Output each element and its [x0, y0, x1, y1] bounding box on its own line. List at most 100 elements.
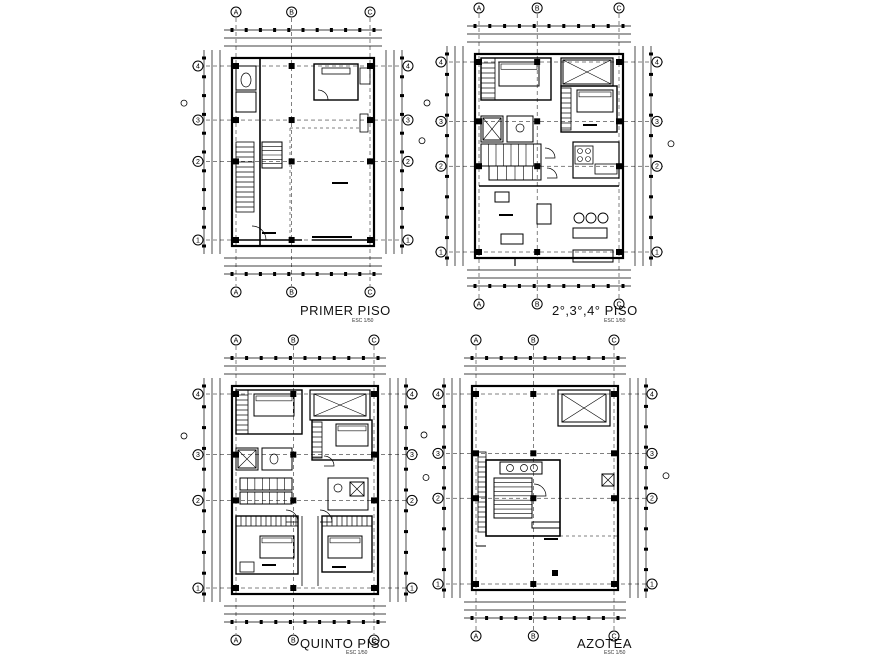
dimension-tick: [332, 620, 336, 624]
hatched-wall: [560, 87, 572, 131]
dimension-tick: [488, 284, 492, 288]
dimension-tick: [318, 620, 322, 624]
column: [288, 158, 295, 165]
dimension-tick: [644, 384, 648, 388]
label-mark: [332, 566, 346, 568]
sofa: [500, 233, 524, 245]
door-swing: [546, 167, 558, 179]
axis-bubble-row-2: [192, 155, 204, 167]
column: [288, 117, 295, 124]
dimension-tick: [591, 24, 595, 28]
light-well: [557, 389, 611, 427]
axis-bubble-col-a-label: A: [477, 6, 482, 13]
axis-bubble-row-1: [192, 582, 204, 594]
axis-bubble-col-b: [286, 286, 298, 298]
column: [233, 117, 239, 124]
dimension-tick: [258, 28, 262, 32]
axis-bubble-col-c: [364, 6, 376, 18]
bed-pillow: [261, 537, 293, 544]
axis-bubble-col-a: [230, 334, 242, 346]
dimension-tick: [649, 215, 653, 219]
dimension-tick: [361, 356, 365, 360]
column-box: [359, 113, 369, 133]
dimension-tick: [601, 616, 605, 620]
axis-bubble-row-4-label: 4: [196, 64, 200, 71]
axis-bubble-col-c: [613, 2, 625, 14]
dimension-tick: [245, 620, 249, 624]
bed: [259, 535, 295, 559]
label-mark: [544, 538, 558, 540]
burner: [585, 148, 591, 154]
shaft-diagonal: [601, 473, 615, 487]
dimension-tick: [644, 568, 648, 572]
column: [530, 450, 537, 457]
axis-bubble-row-4-label: 4: [655, 60, 659, 67]
shaft-diagonal: [349, 481, 365, 497]
column: [476, 59, 482, 65]
dimension-tick: [404, 467, 408, 471]
dimension-tick: [303, 620, 307, 624]
hatched-wall: [480, 57, 496, 101]
dimension-tick: [562, 24, 566, 28]
axis-bubble-col-c-label: C: [616, 6, 621, 13]
dimension-tick: [404, 550, 408, 554]
dimension-tick: [503, 284, 507, 288]
dimension-tick: [445, 72, 449, 76]
dimension-tick: [404, 488, 408, 492]
dimension-tick: [202, 56, 206, 60]
dimension-tick: [273, 272, 277, 276]
plan-scale-quinto-piso: ESC 1/50: [346, 650, 368, 656]
burner: [577, 156, 583, 162]
dimension-tick: [202, 206, 206, 210]
shaft-diagonal: [482, 117, 502, 141]
axis-bubble-row-1: [432, 578, 444, 590]
bed-pillow: [500, 63, 538, 70]
bed: [335, 423, 369, 447]
bathroom: [261, 447, 293, 471]
plan-scale-azotea: ESC 1/50: [604, 650, 626, 656]
axis-bubble-col-c: [613, 298, 625, 310]
axis-bubble-row-4: [435, 56, 447, 68]
bed: [498, 61, 540, 87]
dimension-tick: [649, 113, 653, 117]
axis-bubble-col-c-label: C: [611, 634, 616, 641]
axis-bubble-row-4: [192, 60, 204, 72]
sink: [515, 123, 525, 133]
tank-box: [499, 461, 543, 475]
dimension-tick: [400, 206, 404, 210]
dimension-tick: [577, 284, 581, 288]
dimension-tick: [442, 404, 446, 408]
dimension-tick: [644, 527, 648, 531]
dimension-tick: [400, 56, 404, 60]
bathroom: [235, 65, 257, 91]
dimension-tick: [202, 571, 206, 575]
stair-outline: [239, 477, 293, 491]
column: [530, 495, 537, 502]
dimension-tick: [445, 93, 449, 97]
dimension-tick: [376, 356, 380, 360]
dimension-tick: [587, 616, 591, 620]
axis-bubble-col-c: [608, 334, 620, 346]
bed: [253, 393, 295, 417]
door-sill: [531, 521, 561, 529]
axis-bubble-row-1-label: 1: [439, 250, 443, 257]
dimension-tick: [503, 24, 507, 28]
dimension-tick: [621, 284, 625, 288]
dining-chair: [585, 212, 597, 224]
counter: [594, 163, 618, 175]
column: [616, 249, 622, 255]
dimension-tick: [445, 236, 449, 240]
bathroom-shaft: [349, 481, 365, 497]
column: [371, 391, 377, 397]
tank: [506, 464, 514, 472]
column: [233, 585, 239, 591]
dimension-tick: [344, 272, 348, 276]
exterior-wall: [470, 384, 620, 592]
column: [616, 59, 622, 65]
section-marker: [180, 432, 188, 440]
column: [371, 451, 377, 458]
dining-table: [572, 227, 608, 239]
dimension-tick: [303, 356, 307, 360]
dimension-tick: [528, 616, 532, 620]
dimension-tick: [404, 509, 408, 513]
